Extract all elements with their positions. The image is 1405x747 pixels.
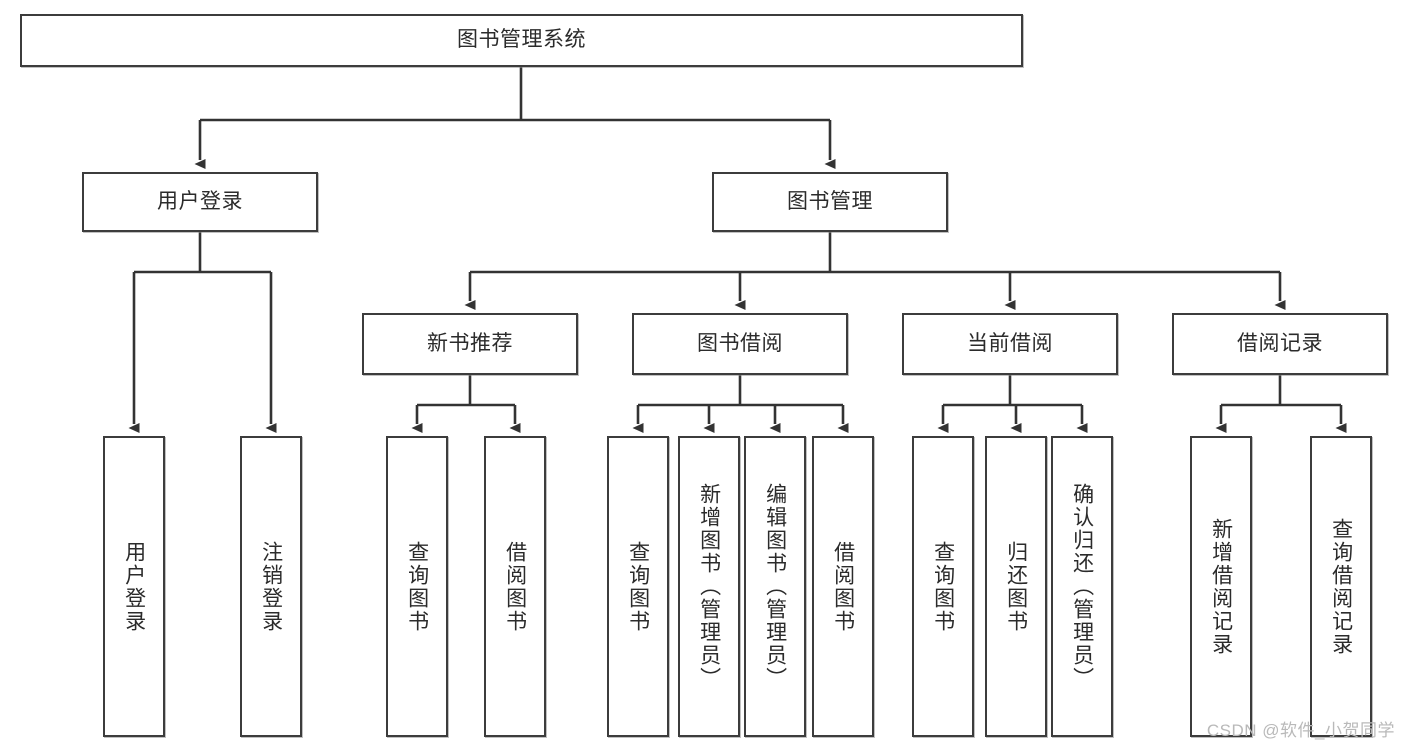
- node-label: 查询图书: [626, 540, 650, 633]
- node-label: 新增借阅记录: [1209, 517, 1233, 656]
- leaf-query-book-borrow[interactable]: 查询图书: [607, 436, 669, 737]
- csdn-watermark: CSDN @软件_小贺同学: [1206, 721, 1395, 740]
- node-label: 借阅记录: [1237, 331, 1323, 355]
- node-new-book-recommend[interactable]: 新书推荐: [362, 313, 578, 375]
- leaf-add-borrow-record[interactable]: 新增借阅记录: [1190, 436, 1252, 737]
- node-label: 编辑图书（管理员）: [763, 483, 787, 690]
- node-label: 图书借阅: [697, 331, 783, 355]
- leaf-user-login[interactable]: 用户登录: [103, 436, 165, 737]
- node-current-borrow[interactable]: 当前借阅: [902, 313, 1118, 375]
- leaf-edit-book-admin[interactable]: 编辑图书（管理员）: [744, 436, 806, 737]
- leaf-return-book[interactable]: 归还图书: [985, 436, 1047, 737]
- leaf-confirm-return-admin[interactable]: 确认归还（管理员）: [1051, 436, 1113, 737]
- leaf-borrow-book[interactable]: 借阅图书: [812, 436, 874, 737]
- node-user-login[interactable]: 用户登录: [82, 172, 318, 232]
- leaf-query-book-current[interactable]: 查询图书: [912, 436, 974, 737]
- node-label: 借阅图书: [503, 540, 527, 633]
- node-label: 查询图书: [405, 540, 429, 633]
- node-label: 用户登录: [157, 189, 243, 213]
- node-label: 用户登录: [122, 540, 146, 633]
- node-label: 图书管理: [787, 189, 873, 213]
- node-book-management[interactable]: 图书管理: [712, 172, 948, 232]
- node-label: 图书管理系统: [457, 28, 586, 52]
- leaf-query-book-recommend[interactable]: 查询图书: [386, 436, 448, 737]
- node-label: 注销登录: [259, 540, 283, 633]
- node-label: 查询图书: [931, 540, 955, 633]
- node-label: 当前借阅: [967, 331, 1053, 355]
- node-borrow-record[interactable]: 借阅记录: [1172, 313, 1388, 375]
- leaf-borrow-book-recommend[interactable]: 借阅图书: [484, 436, 546, 737]
- node-label: 查询借阅记录: [1329, 517, 1353, 656]
- node-root-system[interactable]: 图书管理系统: [20, 14, 1023, 67]
- leaf-add-book-admin[interactable]: 新增图书（管理员）: [678, 436, 740, 737]
- leaf-query-borrow-record[interactable]: 查询借阅记录: [1310, 436, 1372, 737]
- node-label: 新书推荐: [427, 331, 513, 355]
- node-label: 归还图书: [1004, 540, 1028, 633]
- leaf-user-logout[interactable]: 注销登录: [240, 436, 302, 737]
- node-book-borrow[interactable]: 图书借阅: [632, 313, 848, 375]
- node-label: 确认归还（管理员）: [1070, 483, 1094, 690]
- node-label: 新增图书（管理员）: [697, 483, 721, 690]
- node-label: 借阅图书: [831, 540, 855, 633]
